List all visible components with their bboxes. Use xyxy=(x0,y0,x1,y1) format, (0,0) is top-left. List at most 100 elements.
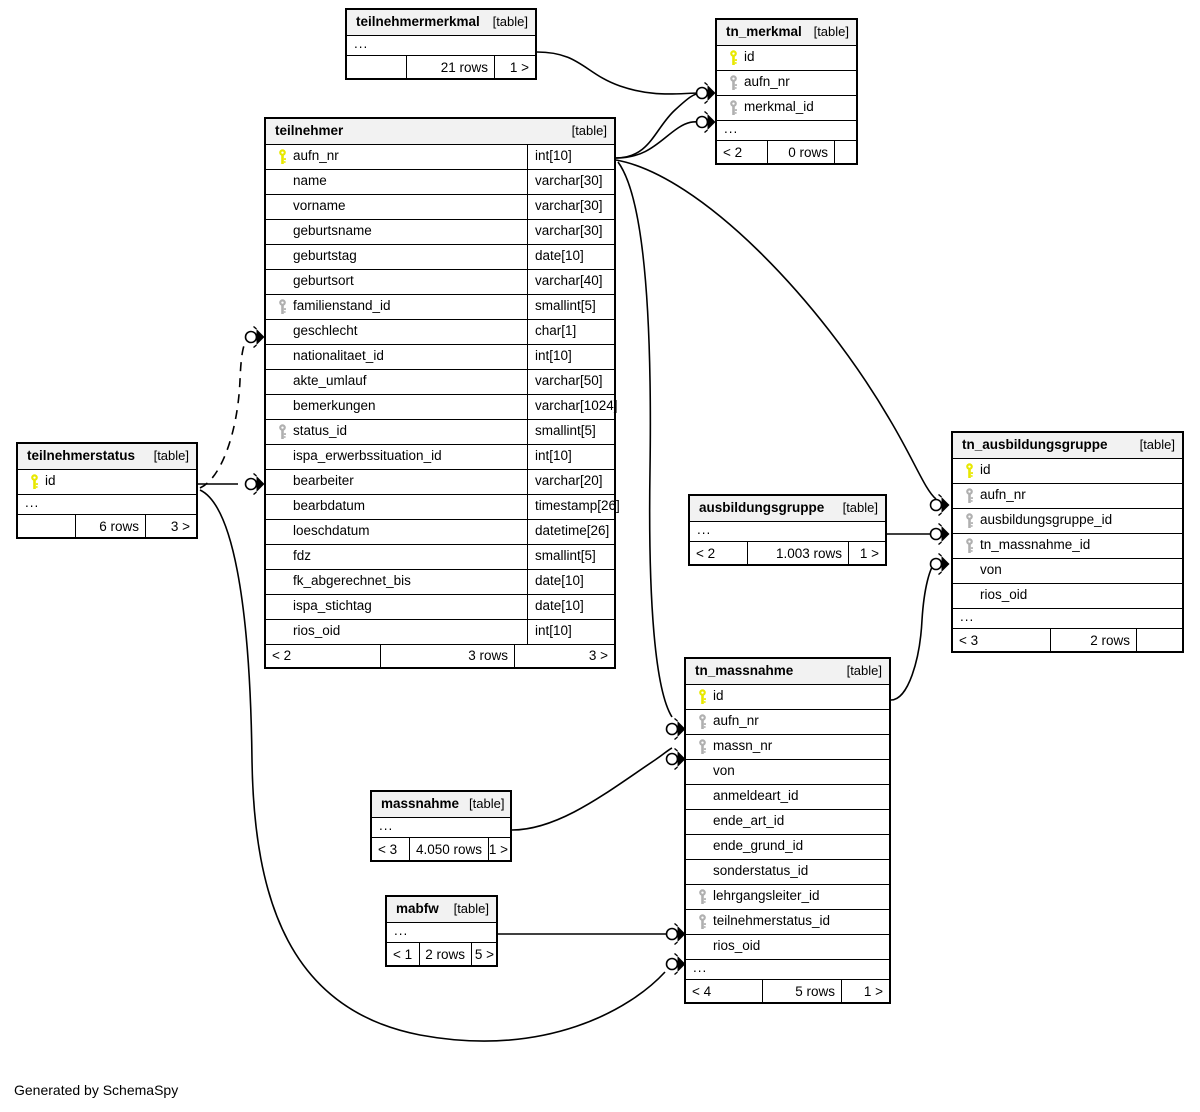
column-label: massn_nr xyxy=(713,738,773,754)
column-row[interactable]: anmeldeart_id xyxy=(686,785,889,810)
column-type-cell: varchar[30] xyxy=(527,219,627,244)
column-row[interactable]: von xyxy=(953,559,1182,584)
footer-row-count[interactable]: 2 rows xyxy=(419,943,471,966)
column-row[interactable]: ausbildungsgruppe_id xyxy=(953,509,1182,534)
footer-next-link[interactable]: 1 > xyxy=(848,542,885,565)
column-label: rios_oid xyxy=(980,587,1028,603)
column-name-cell: bemerkungen xyxy=(266,395,527,419)
footer-next-link[interactable]: 1 > xyxy=(494,56,535,79)
column-row[interactable]: merkmal_id xyxy=(717,96,856,121)
column-name-cell: rios_oid xyxy=(266,620,527,644)
table-header-tn_ausbildungsgruppe: tn_ausbildungsgruppe[table] xyxy=(953,433,1182,459)
footer-next-link[interactable]: 1 > xyxy=(488,838,514,861)
column-name-cell: id xyxy=(686,685,902,709)
table-type-tag: [table] xyxy=(846,663,882,678)
footer-prev-link[interactable]: < 2 xyxy=(723,144,743,160)
footer-prev-link[interactable]: < 1 xyxy=(393,946,413,962)
table-type-tag: [table] xyxy=(842,500,878,515)
footer-row-count[interactable]: 21 rows xyxy=(406,56,494,79)
table-type-tag: [table] xyxy=(1139,437,1175,452)
column-row[interactable]: massn_nr xyxy=(686,735,889,760)
column-row[interactable]: rios_oid xyxy=(686,935,889,960)
table-header-teilnehmermerkmal: teilnehmermerkmal[table] xyxy=(347,10,535,36)
column-label: aufn_nr xyxy=(293,148,339,164)
column-row[interactable]: ende_art_id xyxy=(686,810,889,835)
column-row[interactable]: id xyxy=(686,685,889,710)
footer-prev-link[interactable]: < 3 xyxy=(959,632,979,648)
column-row[interactable]: id xyxy=(953,459,1182,484)
table-header-teilnehmer: teilnehmer[table] xyxy=(266,119,614,145)
more-columns-ellipsis: ... xyxy=(717,121,856,142)
column-row[interactable]: ende_grund_id xyxy=(686,835,889,860)
column-name-cell: von xyxy=(686,760,902,784)
table-header-ausbildungsgruppe: ausbildungsgruppe[table] xyxy=(690,496,885,522)
footer-row-count[interactable]: 2 rows xyxy=(1050,629,1136,652)
column-row[interactable]: teilnehmerstatus_id xyxy=(686,910,889,935)
footer-row-count[interactable]: 4.050 rows xyxy=(409,838,488,861)
column-row[interactable]: aufn_nr xyxy=(717,71,856,96)
footer-row-count[interactable]: 1.003 rows xyxy=(747,542,848,565)
footer-prev-link[interactable]: < 2 xyxy=(272,648,292,664)
column-label: id xyxy=(744,49,755,65)
column-row[interactable]: aufn_nr xyxy=(953,484,1182,509)
column-label: fk_abgerechnet_bis xyxy=(293,573,411,589)
column-type-cell: smallint[5] xyxy=(527,294,627,319)
footer-row-count[interactable]: 6 rows xyxy=(75,515,145,538)
footer-prev-link[interactable]: < 3 xyxy=(378,841,398,857)
column-row[interactable]: rios_oid xyxy=(953,584,1182,609)
column-row[interactable]: von xyxy=(686,760,889,785)
footer-prev-link[interactable]: < 4 xyxy=(692,983,712,999)
column-row[interactable]: lehrgangsleiter_id xyxy=(686,885,889,910)
column-type-cell: varchar[1024] xyxy=(527,394,627,419)
column-row[interactable]: tn_massnahme_id xyxy=(953,534,1182,559)
footer-next-link[interactable]: 5 > xyxy=(471,943,500,966)
column-name-cell: aufn_nr xyxy=(717,71,869,95)
foreign-key-icon xyxy=(273,299,291,315)
table-header-tn_massnahme: tn_massnahme[table] xyxy=(686,659,889,685)
column-type-cell: varchar[20] xyxy=(527,469,627,494)
footer-row-count[interactable]: 5 rows xyxy=(762,980,841,1003)
footer-next-link[interactable]: 3 > xyxy=(145,515,196,538)
footer-row-count[interactable]: 0 rows xyxy=(767,141,834,164)
footer-row-count[interactable]: 3 rows xyxy=(380,644,514,667)
footer-prev-link[interactable]: < 2 xyxy=(696,545,716,561)
column-row[interactable]: aufn_nr xyxy=(686,710,889,735)
footer-next-link[interactable]: 3 > xyxy=(514,644,614,667)
column-row[interactable]: id xyxy=(18,470,196,495)
column-row[interactable]: id xyxy=(717,46,856,71)
foreign-key-icon xyxy=(693,739,711,755)
column-label: ispa_stichtag xyxy=(293,598,372,614)
footer-next-link[interactable]: 1 > xyxy=(841,980,889,1003)
column-row[interactable]: sonderstatus_id xyxy=(686,860,889,885)
